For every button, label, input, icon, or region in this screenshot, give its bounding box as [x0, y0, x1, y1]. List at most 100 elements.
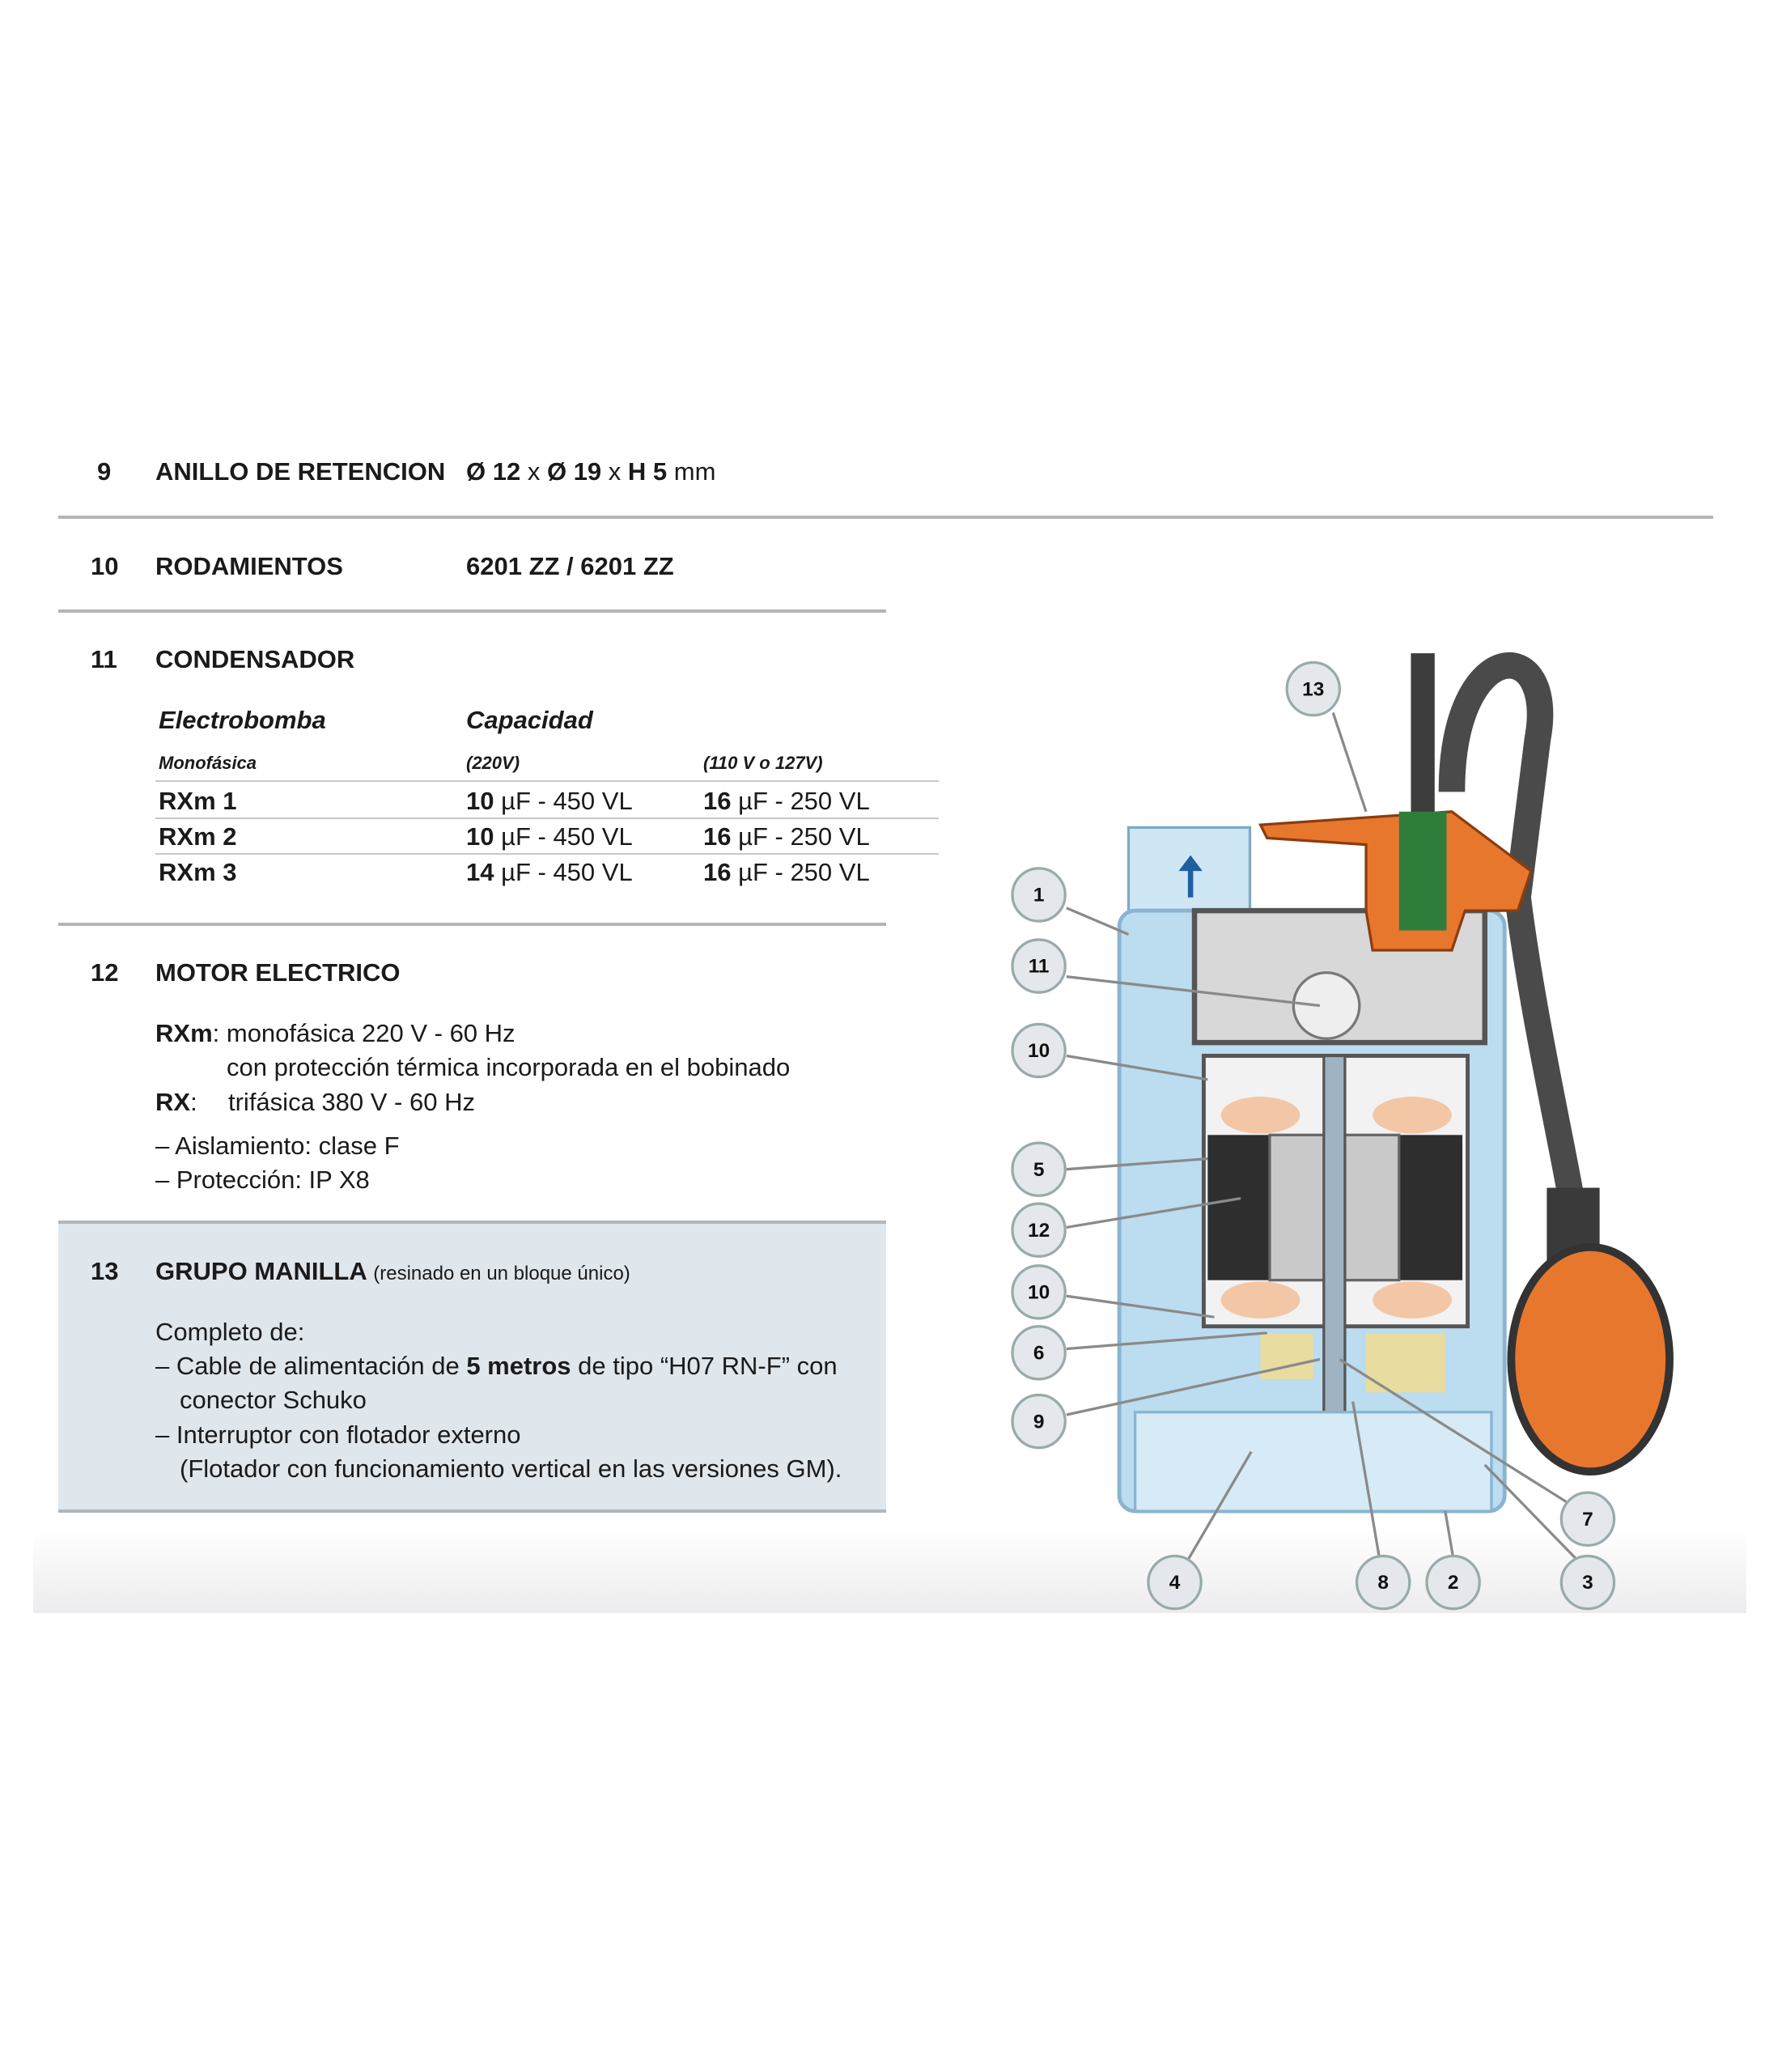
- r: µF - 450 VL: [494, 787, 633, 815]
- capacity-220: 10 µF - 450 VL: [466, 787, 633, 816]
- leader-lines: [1066, 711, 1579, 1561]
- bullet-protection: – Protección: IP X8: [155, 1166, 370, 1194]
- callout-label: 11: [1029, 956, 1050, 978]
- coil-end: [1220, 1097, 1300, 1134]
- model: RXm 3: [159, 858, 237, 886]
- oil-chamber: [1366, 1332, 1445, 1393]
- callout-label: 4: [1169, 1572, 1181, 1594]
- item11-title: CONDENSADOR: [155, 645, 355, 673]
- callout-13: 13: [1285, 660, 1342, 717]
- callout-label: 10: [1028, 1040, 1050, 1062]
- rxm-text: : monofásica 220 V - 60 Hz: [212, 1019, 516, 1047]
- capacity-110: 16 µF - 250 VL: [703, 822, 870, 851]
- table-header-capacidad: Capacidad: [466, 706, 593, 734]
- subtitle: (resinado en un bloque único): [373, 1263, 630, 1284]
- item10-value: 6201 ZZ / 6201 ZZ: [466, 552, 674, 580]
- item13-switch: – Interruptor con flotador externo: [155, 1420, 521, 1449]
- rx-colon: :: [190, 1088, 197, 1116]
- v: mm: [667, 457, 716, 486]
- item13-number: 13: [91, 1257, 119, 1285]
- rxm-line: RXm: monofásica 220 V - 60 Hz: [155, 1019, 516, 1048]
- v: x: [601, 457, 628, 486]
- t: de tipo “H07 RN-F” con: [571, 1352, 838, 1380]
- capacity-110: 16 µF - 250 VL: [703, 858, 870, 887]
- r: µF - 250 VL: [731, 822, 870, 851]
- callout-8: 8: [1355, 1554, 1411, 1611]
- item13-title: GRUPO MANILLA (resinado en un bloque úni…: [155, 1257, 630, 1286]
- callout-5: 5: [1011, 1141, 1067, 1197]
- callout-label: 6: [1033, 1342, 1045, 1364]
- item12-number: 12: [91, 958, 119, 987]
- model: RXm 2: [159, 822, 237, 851]
- rx-text: trifásica 380 V - 60 Hz: [228, 1088, 475, 1116]
- title: GRUPO MANILLA: [155, 1257, 367, 1285]
- table-line: [155, 853, 939, 855]
- divider: [58, 609, 886, 613]
- r: µF - 450 VL: [494, 858, 633, 886]
- callout-label: 12: [1028, 1220, 1050, 1242]
- stator-winding-right: [1398, 1135, 1463, 1280]
- item13-highlight-box: [58, 1222, 886, 1511]
- item13-switch-cont: (Flotador con funcionamiento vertical en…: [180, 1454, 842, 1483]
- t: – Cable de alimentación de: [155, 1352, 467, 1380]
- item13-cable: – Cable de alimentación de 5 metros de t…: [155, 1352, 838, 1381]
- table-line: [155, 780, 939, 782]
- handle-switch-block: [1398, 811, 1447, 931]
- callout-label: 5: [1033, 1159, 1045, 1181]
- capacitor: [1292, 971, 1361, 1040]
- item13-cable-cont: conector Schuko: [180, 1386, 367, 1414]
- r: µF - 450 VL: [494, 822, 633, 851]
- divider: [58, 516, 1713, 519]
- rx-label: RX: [155, 1088, 191, 1116]
- callout-7: 7: [1559, 1491, 1616, 1548]
- callout-10: 10: [1011, 1022, 1067, 1079]
- callout-9: 9: [1011, 1393, 1067, 1450]
- divider: [58, 1221, 886, 1224]
- coil-end: [1220, 1281, 1300, 1318]
- capacity-220: 14 µF - 450 VL: [466, 858, 633, 887]
- v: Ø 19: [546, 457, 602, 486]
- callout-3: 3: [1559, 1554, 1616, 1611]
- handle: [1258, 810, 1533, 952]
- rxm-label: RXm: [155, 1019, 213, 1047]
- float-cable: [1438, 652, 1584, 1197]
- v: Ø 12: [466, 457, 521, 486]
- capacity-110: 16 µF - 250 VL: [703, 787, 870, 816]
- item9-value: Ø 12 x Ø 19 x H 5 mm: [466, 457, 715, 486]
- item9-title: ANILLO DE RETENCION: [155, 457, 446, 486]
- callout-6: 6: [1011, 1325, 1067, 1381]
- divider: [58, 923, 886, 926]
- table-sub-110v: (110 V o 127V): [703, 753, 823, 773]
- r: µF - 250 VL: [731, 858, 870, 886]
- callout-10b: 10: [1011, 1264, 1067, 1320]
- table-sub-monofasica: Monofásica: [159, 753, 257, 773]
- table-line: [155, 817, 939, 819]
- item9-number: 9: [97, 457, 112, 486]
- n: 16: [703, 858, 732, 886]
- callout-4: 4: [1147, 1554, 1203, 1611]
- coil-end: [1373, 1281, 1452, 1318]
- stator-winding-left: [1207, 1135, 1271, 1280]
- callout-label: 10: [1028, 1281, 1050, 1303]
- table-sub-220v: (220V): [466, 753, 520, 773]
- bullet-insulation: – Aislamiento: clase F: [155, 1132, 400, 1160]
- item10-number: 10: [91, 552, 119, 580]
- divider: [58, 1509, 886, 1513]
- float-switch: [1507, 1243, 1674, 1475]
- pump-base: [1134, 1411, 1493, 1513]
- shaft: [1322, 1054, 1347, 1467]
- item10-title: RODAMIENTOS: [155, 552, 343, 580]
- callout-2: 2: [1425, 1554, 1481, 1611]
- capacity-220: 10 µF - 450 VL: [466, 822, 633, 851]
- callout-12: 12: [1011, 1202, 1067, 1258]
- callout-label: 13: [1302, 678, 1324, 700]
- callout-label: 9: [1033, 1411, 1045, 1433]
- cable-length: 5 metros: [466, 1352, 571, 1380]
- table-header-electrobomba: Electrobomba: [159, 706, 326, 734]
- item11-number: 11: [91, 645, 117, 673]
- v: H 5: [627, 457, 668, 486]
- rxm-text2: con protección térmica incorporada en el…: [227, 1053, 791, 1081]
- n: 16: [703, 822, 732, 851]
- n: 10: [466, 787, 494, 815]
- flow-arrow-icon: [1178, 855, 1203, 898]
